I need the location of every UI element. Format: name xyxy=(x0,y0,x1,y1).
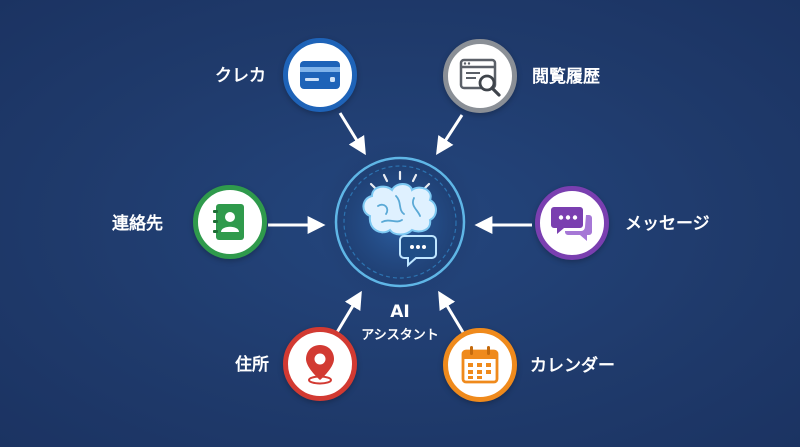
calendar-icon xyxy=(461,346,499,384)
node-browsing-history xyxy=(443,39,517,113)
label-calendar: カレンダー xyxy=(530,356,615,376)
label-browsing-history: 閲覧履歴 xyxy=(532,67,600,87)
label-credit-card: クレカ xyxy=(215,66,266,86)
label-address: 住所 xyxy=(235,355,269,375)
chat-bubbles-icon xyxy=(551,207,592,241)
hub-ring-outer xyxy=(334,156,466,288)
hub-ring-inner xyxy=(343,165,457,279)
arrow-browsing-history xyxy=(436,114,464,156)
address-book-icon xyxy=(213,204,244,240)
arrow-address xyxy=(334,290,362,335)
node-contacts xyxy=(193,185,267,259)
label-messages: メッセージ xyxy=(625,214,710,234)
node-credit-card xyxy=(283,38,357,112)
map-pin-icon xyxy=(306,345,334,385)
node-calendar xyxy=(443,328,517,402)
hub-chat-bubble-icon xyxy=(399,235,437,268)
hub-subtitle: アシスタント xyxy=(361,328,439,343)
browser-search-icon xyxy=(459,58,501,97)
hub-title: AI xyxy=(390,302,410,322)
node-address xyxy=(283,327,357,401)
arrow-credit-card xyxy=(338,112,366,156)
brain-icon xyxy=(362,170,437,236)
credit-card-icon xyxy=(300,61,340,89)
arrow-calendar xyxy=(438,290,466,335)
node-messages xyxy=(535,186,609,260)
label-contacts: 連絡先 xyxy=(112,214,163,234)
